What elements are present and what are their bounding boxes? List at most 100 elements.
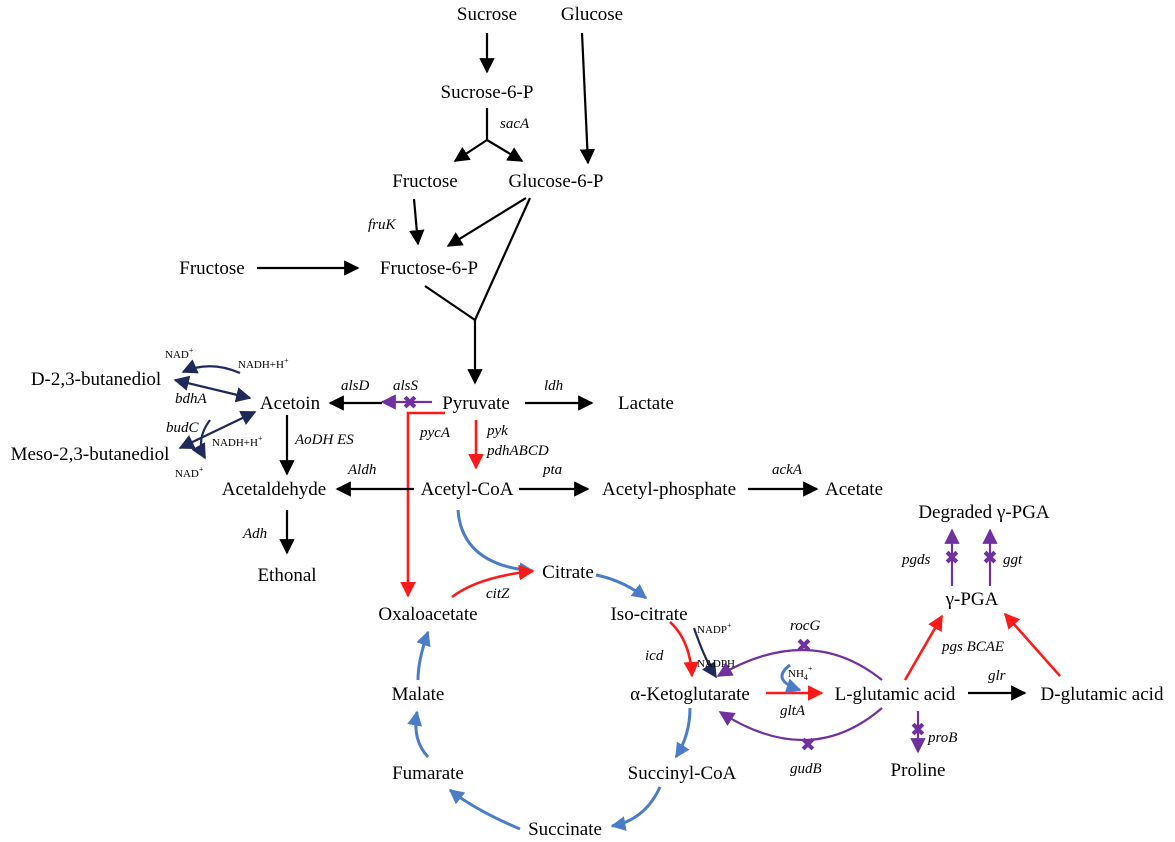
enzyme-fruK: fruK bbox=[368, 217, 397, 233]
metabolite-acetoin: Acetoin bbox=[260, 393, 321, 414]
metabolite-fructose-top: Fructose bbox=[392, 171, 457, 192]
knockout-rocG-icon: ✖ bbox=[796, 635, 812, 657]
metabolite-glucose6p: Glucose-6-P bbox=[509, 171, 604, 192]
enzyme-proB: proB bbox=[927, 730, 957, 746]
arrow-dglu-to-pga bbox=[1003, 612, 1061, 677]
arrow-acetoin-to-meso23bd bbox=[178, 411, 257, 449]
cofactor-labels: NAD+ NADH+H+ NADH+H+ NAD+ NADP+ NADPH NH… bbox=[165, 346, 813, 682]
knockout-pgds-icon: ✖ bbox=[944, 547, 960, 569]
knockout-alsS-icon: ✖ bbox=[402, 392, 418, 414]
enzyme-adh: Adh bbox=[242, 526, 267, 542]
arrow-oxaloacetate-to-citrate-citZ bbox=[451, 564, 535, 599]
arrow-succinylcoa-to-succinate bbox=[610, 786, 662, 831]
enzyme-pta: pta bbox=[542, 462, 562, 478]
arrow-lglu-to-akg-rocG bbox=[716, 648, 883, 681]
arrow-nadh-to-nad-budC bbox=[191, 419, 211, 460]
metabolite-acetyl-phosphate: Acetyl-phosphate bbox=[602, 479, 736, 500]
arrow-acetoin-to-d23bd bbox=[173, 375, 252, 403]
arrow-citrate-to-isocitrate bbox=[595, 573, 648, 600]
enzyme-pgds: pgds bbox=[901, 552, 931, 568]
metabolite-oxaloacetate: Oxaloacetate bbox=[378, 604, 477, 625]
arrows bbox=[173, 32, 1061, 831]
enzyme-aodh: AoDH ES bbox=[294, 432, 354, 448]
arrow-nh4-rocG bbox=[780, 663, 802, 693]
metabolite-sucrose: Sucrose bbox=[457, 4, 517, 25]
metabolite-d-2-3-butanediol: D-2,3-butanediol bbox=[31, 369, 161, 390]
metabolite-succinyl-coa: Succinyl-CoA bbox=[628, 763, 737, 784]
metabolite-succinate: Succinate bbox=[528, 819, 602, 840]
metabolite-fructose6p: Fructose-6-P bbox=[380, 258, 478, 279]
enzyme-icd: icd bbox=[645, 648, 664, 664]
arrow-nadh-to-nad-bdhA bbox=[181, 359, 241, 375]
arrow-lglu-to-akg-gudB bbox=[718, 707, 883, 742]
metabolite-gamma-pga: γ-PGA bbox=[945, 589, 999, 610]
enzyme-gudB: gudB bbox=[790, 761, 822, 777]
arrow-glucose-to-glucose6p bbox=[579, 32, 596, 165]
enzyme-ackA: ackA bbox=[772, 462, 803, 478]
metabolite-proline: Proline bbox=[891, 760, 946, 781]
enzyme-alsS: alsS bbox=[393, 378, 419, 394]
arrow-fructose-to-fructose6p bbox=[409, 198, 425, 246]
arrow-akg-to-succinylcoa bbox=[674, 707, 692, 759]
arrow-lglu-to-pga-pgs bbox=[903, 614, 944, 681]
metabolite-acetaldehyde: Acetaldehyde bbox=[222, 479, 326, 500]
metabolite-d-glutamic-acid: D-glutamic acid bbox=[1041, 684, 1164, 705]
knockout-gudB-icon: ✖ bbox=[800, 734, 816, 756]
glycolysis-branch-left bbox=[424, 285, 476, 321]
knockout-marks: ✖ ✖ ✖ ✖ ✖ ✖ bbox=[402, 392, 998, 756]
cofactor-nadh-bottom: NADH+H+ bbox=[212, 434, 263, 449]
arrow-succinate-to-fumarate bbox=[448, 788, 521, 831]
enzyme-aldh: Aldh bbox=[347, 462, 376, 478]
enzyme-bdhA: bdhA bbox=[175, 391, 208, 407]
knockout-proB-icon: ✖ bbox=[910, 719, 926, 741]
enzyme-ldh: ldh bbox=[544, 378, 563, 394]
enzyme-pgs: pgs BCAE bbox=[941, 639, 1004, 655]
metabolite-labels: Sucrose Glucose Sucrose-6-P Fructose Glu… bbox=[11, 4, 1164, 840]
metabolite-iso-citrate: Iso-citrate bbox=[610, 604, 687, 625]
cofactor-nh4: NH4+ bbox=[788, 664, 813, 682]
enzyme-labels: sacA fruK alsD alsS ldh bdhA budC AoDH E… bbox=[166, 116, 1023, 777]
metabolite-ethonal: Ethonal bbox=[257, 565, 316, 586]
enzyme-budC: budC bbox=[166, 420, 200, 436]
metabolite-fumarate: Fumarate bbox=[392, 763, 464, 784]
enzyme-pyk: pyk bbox=[486, 423, 508, 439]
enzyme-alsD: alsD bbox=[341, 378, 370, 394]
enzyme-pycA: pycA bbox=[419, 425, 451, 441]
cofactor-nad-bottom: NAD+ bbox=[175, 465, 204, 480]
arrow-nadp-to-nadph bbox=[692, 627, 717, 679]
metabolite-lactate: Lactate bbox=[618, 393, 674, 414]
metabolite-pyruvate: Pyruvate bbox=[442, 393, 510, 414]
metabolite-glucose: Glucose bbox=[561, 4, 623, 25]
enzyme-glr: glr bbox=[988, 668, 1006, 684]
metabolite-l-glutamic-acid: L-glutamic acid bbox=[835, 684, 956, 705]
cofactor-nadh-top: NADH+H+ bbox=[238, 356, 289, 371]
cofactor-nadp: NADP+ bbox=[697, 621, 732, 636]
arrow-split-to-fructose bbox=[453, 139, 488, 162]
metabolite-acetate: Acetate bbox=[825, 479, 883, 500]
metabolite-malate: Malate bbox=[392, 684, 445, 705]
arrow-fumarate-to-malate bbox=[407, 710, 430, 759]
arrow-isocitrate-to-akg-icd bbox=[669, 621, 700, 678]
metabolite-acetyl-coa: Acetyl-CoA bbox=[421, 479, 514, 500]
enzyme-rocG: rocG bbox=[790, 618, 820, 634]
arrow-split-to-glucose6p bbox=[486, 139, 524, 162]
knockout-ggt-icon: ✖ bbox=[982, 547, 998, 569]
metabolite-citrate: Citrate bbox=[542, 562, 594, 583]
glycolysis-branch-right bbox=[473, 197, 532, 321]
cofactor-nadph: NADPH bbox=[697, 658, 735, 670]
arrow-malate-to-oxaloacetate bbox=[416, 630, 431, 681]
cofactor-nad-top: NAD+ bbox=[165, 346, 194, 361]
metabolite-meso-2-3-butanediol: Meso-2,3-butanediol bbox=[11, 444, 170, 465]
enzyme-pdh: pdhABCD bbox=[486, 443, 549, 459]
enzyme-ggt: ggt bbox=[1003, 552, 1023, 568]
metabolite-fructose-left: Fructose bbox=[179, 258, 244, 279]
metabolite-degraded-gamma-pga: Degraded γ-PGA bbox=[918, 502, 1050, 523]
arrow-glucose6p-to-fructose6p bbox=[446, 197, 527, 247]
arrow-acetylcoa-to-citrate bbox=[456, 509, 535, 578]
arrow-pyruvate-to-oxaloacetate-pycA bbox=[400, 411, 445, 598]
metabolite-sucrose6p: Sucrose-6-P bbox=[441, 82, 534, 103]
enzyme-citZ: citZ bbox=[486, 586, 510, 602]
enzyme-sacA: sacA bbox=[500, 116, 530, 132]
metabolite-alpha-ketoglutarate: α-Ketoglutarate bbox=[630, 684, 750, 705]
